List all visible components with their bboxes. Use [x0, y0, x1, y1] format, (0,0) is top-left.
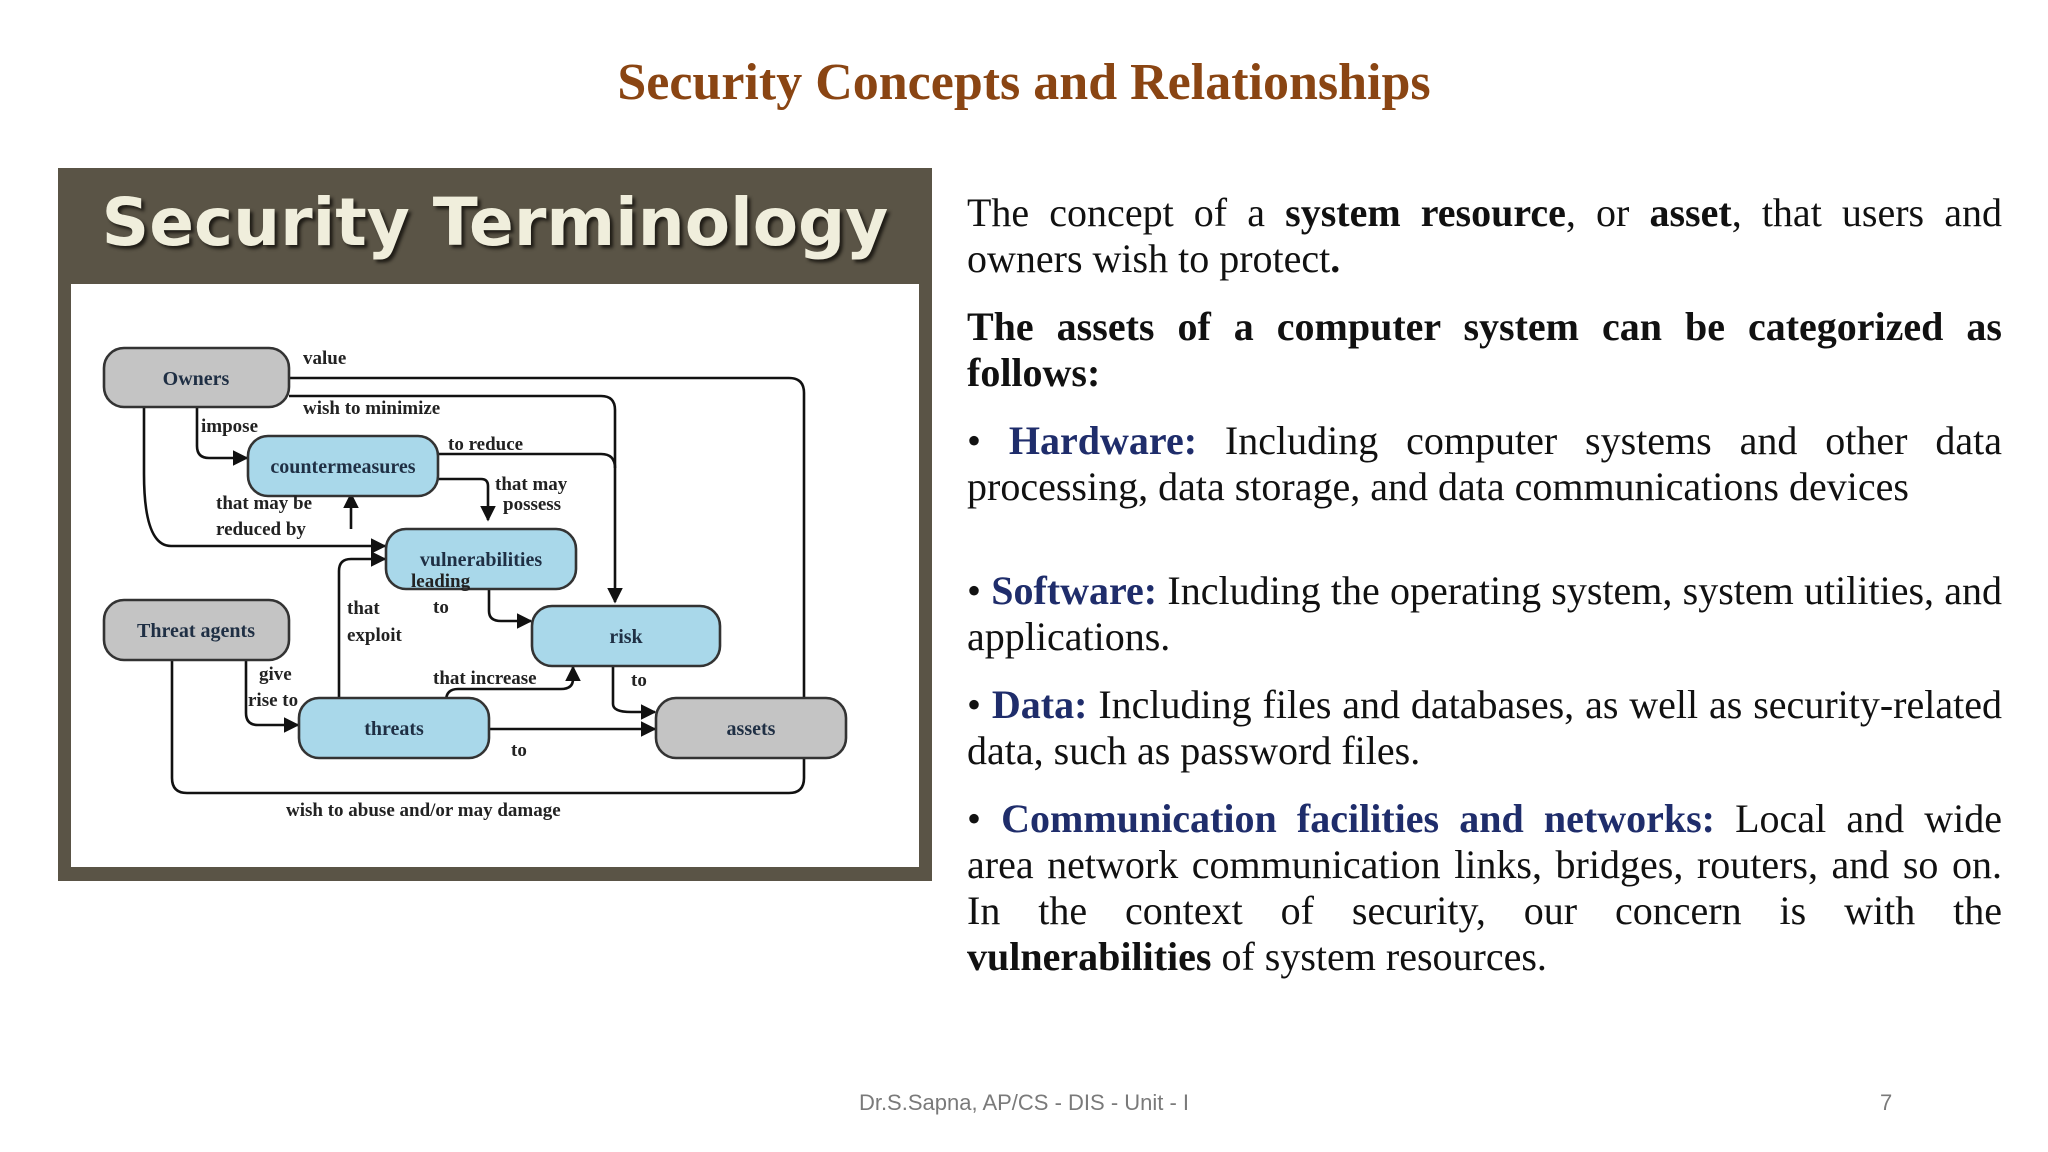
- node-countermeasures-label: countermeasures: [270, 456, 415, 478]
- term-communication-facilities: Communication facilities and networks:: [1001, 796, 1715, 841]
- node-vulnerabilities: [384, 527, 578, 591]
- node-assets-label: assets: [727, 718, 776, 740]
- node-risk-label: risk: [609, 626, 643, 648]
- edge-label-reduced-by: reduced by: [216, 519, 306, 540]
- edge-vulnerabilities-leading-risk: [487, 567, 533, 629]
- edge-label-possess: possess: [503, 494, 561, 515]
- term-system-resource: system resource: [1285, 190, 1566, 235]
- node-threat-agents-label: Threat agents: [137, 620, 255, 642]
- node-threat-agents: [102, 598, 291, 662]
- term-vulnerabilities: vulnerabilities: [967, 934, 1212, 979]
- node-vulnerabilities-label: vulnerabilities: [420, 549, 542, 571]
- edge-threat-agents-abuse: [170, 660, 812, 795]
- intro-paragraph: The concept of a system resource, or ass…: [967, 190, 2003, 281]
- edge-label-give: give: [259, 664, 292, 685]
- node-owners-label: Owners: [163, 368, 230, 390]
- edge-owners-reduced-by: [142, 407, 387, 554]
- edge-label-to-reduce: to reduce: [448, 434, 523, 455]
- edge-countermeasures-reduce-risk: [438, 452, 617, 469]
- edge-label-wish-to-abuse: wish to abuse and/or may damage: [286, 800, 561, 821]
- list-item: • Communication facilities and networks:…: [967, 796, 2002, 979]
- term-hardware: Hardware:: [1008, 418, 1198, 463]
- edge-label-value: value: [303, 348, 346, 369]
- edge-owners-value-assets: [289, 376, 812, 714]
- edge-label-that-increase: that increase: [433, 668, 537, 689]
- edge-threats-exploit: [337, 551, 387, 706]
- edge-label-that-may-be: that may be: [216, 493, 312, 514]
- relationship-diagram: Owners countermeasures vulnerabilities T…: [102, 346, 848, 821]
- node-owners: [102, 346, 291, 409]
- edge-label-leading: leading: [411, 571, 471, 592]
- edge-countermeasures-possess: [438, 477, 496, 522]
- edge-label-to-1: to: [433, 597, 449, 618]
- term-asset: asset: [1649, 190, 1732, 235]
- slide-body: The concept of a system resource, or ass…: [967, 190, 2002, 1002]
- list-item: • Software: Including the operating syst…: [967, 568, 2002, 659]
- edge-label-that: that: [347, 598, 380, 619]
- term-software: Software:: [991, 568, 1158, 613]
- edge-label-that-may: that may: [495, 474, 568, 495]
- edge-owners-minimize-risk: [289, 394, 623, 604]
- edge-label-to-3: to: [511, 740, 527, 761]
- node-assets: [654, 696, 848, 760]
- edge-label-exploit: exploit: [347, 625, 403, 646]
- edge-threat-agents-give-rise: [244, 660, 300, 733]
- node-threats-label: threats: [364, 718, 424, 740]
- list-item: • Hardware: Including computer systems a…: [967, 418, 2002, 509]
- node-countermeasures: [246, 434, 440, 498]
- slide-title: Security Concepts and Relationships: [617, 54, 1431, 111]
- list-item: • Data: Including files and databases, a…: [967, 682, 2002, 773]
- node-threats: [297, 696, 491, 760]
- edge-label-to-2: to: [631, 670, 647, 691]
- edge-label-wish-to-minimize: wish to minimize: [303, 398, 440, 419]
- diagram-panel: Owners countermeasures vulnerabilities T…: [71, 284, 919, 867]
- security-terminology-figure: Security Terminology: [58, 168, 932, 881]
- edge-risk-to-assets: [611, 667, 657, 720]
- edge-label-rise-to: rise to: [248, 690, 298, 711]
- edge-owners-impose: [195, 407, 249, 466]
- categories-heading: The assets of a computer system can be c…: [967, 304, 2002, 395]
- edge-threats-increase-risk: [444, 665, 581, 706]
- figure-heading: Security Terminology: [101, 184, 889, 261]
- slide-footer: Dr.S.Sapna, AP/CS - DIS - Unit - I: [858, 1090, 1190, 1115]
- page-number: 7: [1880, 1090, 1893, 1115]
- term-data: Data:: [991, 682, 1088, 727]
- edge-label-impose: impose: [201, 416, 258, 437]
- node-risk: [530, 604, 722, 668]
